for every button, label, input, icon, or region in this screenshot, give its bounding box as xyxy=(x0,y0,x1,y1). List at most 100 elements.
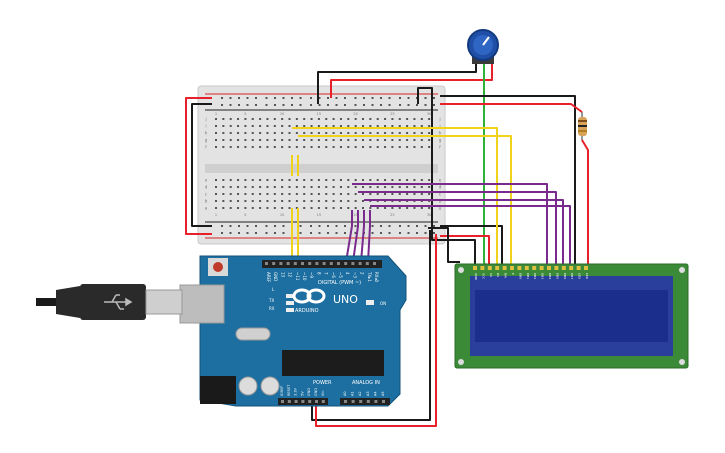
breadboard-hole[interactable] xyxy=(376,132,379,134)
breadboard-hole[interactable] xyxy=(362,207,364,209)
breadboard-hole[interactable] xyxy=(325,132,328,134)
breadboard-hole[interactable] xyxy=(295,139,298,141)
analog-header-pin[interactable] xyxy=(344,400,347,403)
breadboard-hole[interactable] xyxy=(259,125,262,127)
breadboard-rail-hole[interactable] xyxy=(255,225,257,227)
breadboard-hole[interactable] xyxy=(317,207,320,209)
breadboard-hole[interactable] xyxy=(384,132,387,134)
breadboard-hole[interactable] xyxy=(295,118,298,120)
breadboard-hole[interactable] xyxy=(310,179,313,181)
breadboard-hole[interactable] xyxy=(259,139,262,141)
digital-header-pin[interactable] xyxy=(344,262,348,265)
breadboard-hole[interactable] xyxy=(406,146,409,148)
breadboard-hole[interactable] xyxy=(288,125,291,127)
breadboard-hole[interactable] xyxy=(376,146,379,148)
breadboard-hole[interactable] xyxy=(244,125,247,127)
breadboard-hole[interactable] xyxy=(288,132,291,134)
breadboard-hole[interactable] xyxy=(215,200,217,202)
breadboard-rail-hole[interactable] xyxy=(265,225,268,227)
breadboard-hole[interactable] xyxy=(347,193,350,195)
breadboard-hole[interactable] xyxy=(420,146,423,148)
breadboard-hole[interactable] xyxy=(339,125,342,127)
breadboard-rail-hole[interactable] xyxy=(416,232,418,234)
breadboard-hole[interactable] xyxy=(354,125,357,127)
digital-header-pin[interactable] xyxy=(308,262,312,265)
breadboard-hole[interactable] xyxy=(354,193,357,195)
digital-header-pin[interactable] xyxy=(301,262,304,265)
digital-header-pin[interactable] xyxy=(265,262,268,265)
breadboard-rail-hole[interactable] xyxy=(265,97,268,99)
breadboard-hole[interactable] xyxy=(273,146,276,148)
breadboard-hole[interactable] xyxy=(369,207,372,209)
breadboard-hole[interactable] xyxy=(428,125,431,127)
lcd-pin[interactable] xyxy=(576,266,581,270)
breadboard-hole[interactable] xyxy=(406,125,409,127)
breadboard-hole[interactable] xyxy=(310,186,313,188)
breadboard-hole[interactable] xyxy=(398,186,401,188)
breadboard-hole[interactable] xyxy=(413,179,416,181)
breadboard-hole[interactable] xyxy=(413,193,416,195)
breadboard-hole[interactable] xyxy=(281,193,284,195)
breadboard-hole[interactable] xyxy=(244,207,247,209)
breadboard-hole[interactable] xyxy=(259,146,262,148)
breadboard-rail-hole[interactable] xyxy=(327,97,329,99)
breadboard-hole[interactable] xyxy=(288,207,291,209)
breadboard-hole[interactable] xyxy=(428,207,431,209)
breadboard-rail-hole[interactable] xyxy=(246,225,249,227)
breadboard-rail-hole[interactable] xyxy=(380,232,382,234)
breadboard-rail-hole[interactable] xyxy=(238,104,240,106)
breadboard-hole[interactable] xyxy=(222,139,225,141)
breadboard-rail-hole[interactable] xyxy=(291,97,293,99)
breadboard-rail-hole[interactable] xyxy=(380,225,382,227)
breadboard-hole[interactable] xyxy=(288,179,291,181)
breadboard-hole[interactable] xyxy=(251,186,254,188)
breadboard-rail-hole[interactable] xyxy=(371,97,374,99)
breadboard-rail-hole[interactable] xyxy=(354,232,357,234)
breadboard-hole[interactable] xyxy=(237,146,240,148)
breadboard-hole[interactable] xyxy=(288,200,291,202)
breadboard-hole[interactable] xyxy=(420,179,423,181)
breadboard-hole[interactable] xyxy=(303,193,306,195)
breadboard-hole[interactable] xyxy=(295,179,298,181)
breadboard-hole[interactable] xyxy=(273,207,276,209)
breadboard-hole[interactable] xyxy=(347,200,350,202)
breadboard-rail-hole[interactable] xyxy=(407,104,410,106)
breadboard-hole[interactable] xyxy=(339,146,342,148)
breadboard-hole[interactable] xyxy=(347,125,350,127)
power-header-pin[interactable] xyxy=(301,400,305,403)
breadboard-hole[interactable] xyxy=(369,139,372,141)
breadboard-hole[interactable] xyxy=(310,146,313,148)
breadboard-hole[interactable] xyxy=(332,179,335,181)
breadboard-hole[interactable] xyxy=(362,146,364,148)
breadboard-rail-hole[interactable] xyxy=(363,97,365,99)
digital-header-pin[interactable] xyxy=(279,262,283,265)
breadboard-rail-hole[interactable] xyxy=(371,232,374,234)
breadboard-rail-hole[interactable] xyxy=(229,232,232,234)
breadboard-hole[interactable] xyxy=(222,207,225,209)
breadboard-hole[interactable] xyxy=(384,207,387,209)
breadboard-hole[interactable] xyxy=(222,200,225,202)
breadboard-hole[interactable] xyxy=(406,193,409,195)
breadboard-hole[interactable] xyxy=(428,193,431,195)
breadboard-hole[interactable] xyxy=(244,139,247,141)
breadboard-hole[interactable] xyxy=(332,125,335,127)
breadboard-hole[interactable] xyxy=(384,118,387,120)
breadboard-rail-hole[interactable] xyxy=(344,232,346,234)
breadboard-hole[interactable] xyxy=(362,200,364,202)
breadboard-hole[interactable] xyxy=(376,186,379,188)
breadboard-rail-hole[interactable] xyxy=(335,97,338,99)
breadboard-hole[interactable] xyxy=(295,200,298,202)
breadboard-hole[interactable] xyxy=(398,179,401,181)
breadboard-rail-hole[interactable] xyxy=(255,232,257,234)
breadboard-rail-hole[interactable] xyxy=(344,104,346,106)
breadboard-hole[interactable] xyxy=(413,132,416,134)
power-header-pin[interactable] xyxy=(308,400,312,403)
breadboard-hole[interactable] xyxy=(215,193,217,195)
breadboard-hole[interactable] xyxy=(325,146,328,148)
breadboard-hole[interactable] xyxy=(391,146,394,148)
breadboard-hole[interactable] xyxy=(398,139,401,141)
breadboard-hole[interactable] xyxy=(406,207,409,209)
breadboard-hole[interactable] xyxy=(332,193,335,195)
breadboard-rail-hole[interactable] xyxy=(221,97,223,99)
breadboard-hole[interactable] xyxy=(332,146,335,148)
